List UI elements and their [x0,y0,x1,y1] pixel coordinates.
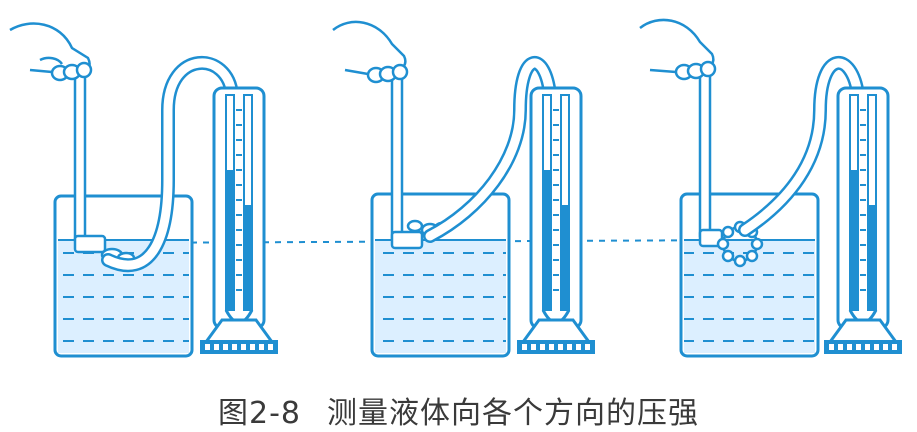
apparatus-1 [9,22,278,358]
hand-icon-2 [332,20,409,84]
probe-rod-3 [698,68,712,238]
figure-number: 图2-8 [218,396,301,431]
hand-icon-1 [9,22,93,82]
u-tube-manometer-1 [200,86,278,354]
probe-rod-2 [390,70,404,240]
figure-caption: 图2-8 测量液体向各个方向的压强 [0,388,917,432]
apparatus-3 [639,18,902,358]
figure-title: 测量液体向各个方向的压强 [327,396,699,431]
hand-icon-3 [639,18,717,81]
probe-rod-1 [73,68,87,242]
depth-reference-line [94,239,761,244]
u-tube-manometer-3 [824,86,902,354]
u-tube-manometer-2 [517,86,595,354]
apparatus-2 [332,20,595,358]
